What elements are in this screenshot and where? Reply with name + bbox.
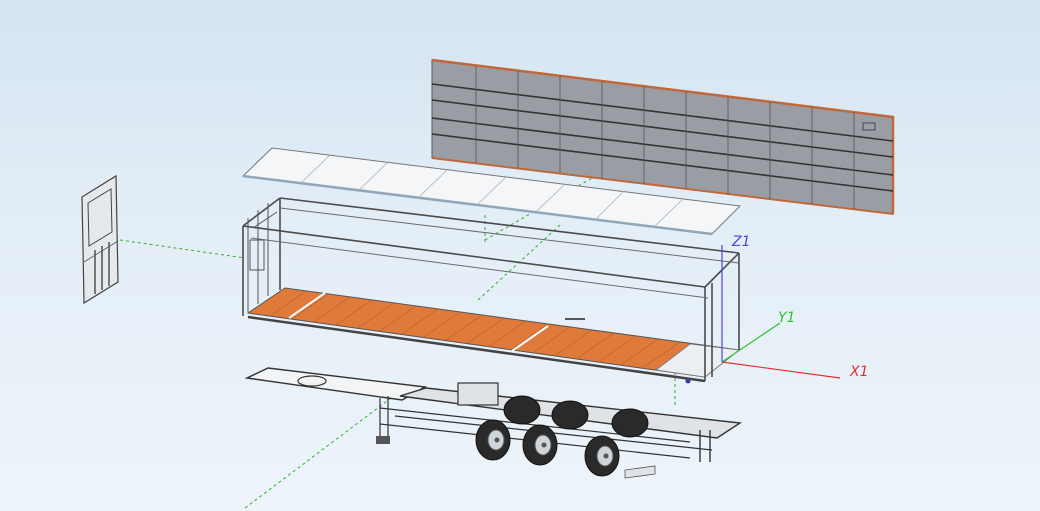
y-axis-label: Y1 [778, 310, 795, 326]
y-axis [721, 322, 781, 363]
side-wall-panel[interactable] [431, 58, 895, 215]
front-end-wall[interactable] [81, 174, 119, 305]
roof-panel[interactable] [241, 147, 742, 236]
x-axis-label: X1 [849, 364, 869, 380]
x-axis [721, 361, 841, 379]
wheels[interactable] [475, 395, 656, 479]
explode-line-chassis [244, 394, 396, 509]
explode-line-front-wall [119, 239, 246, 259]
z-axis-label: Z1 [731, 234, 751, 250]
coordinate-axes: X1 Y1 Z1 [721, 234, 869, 380]
